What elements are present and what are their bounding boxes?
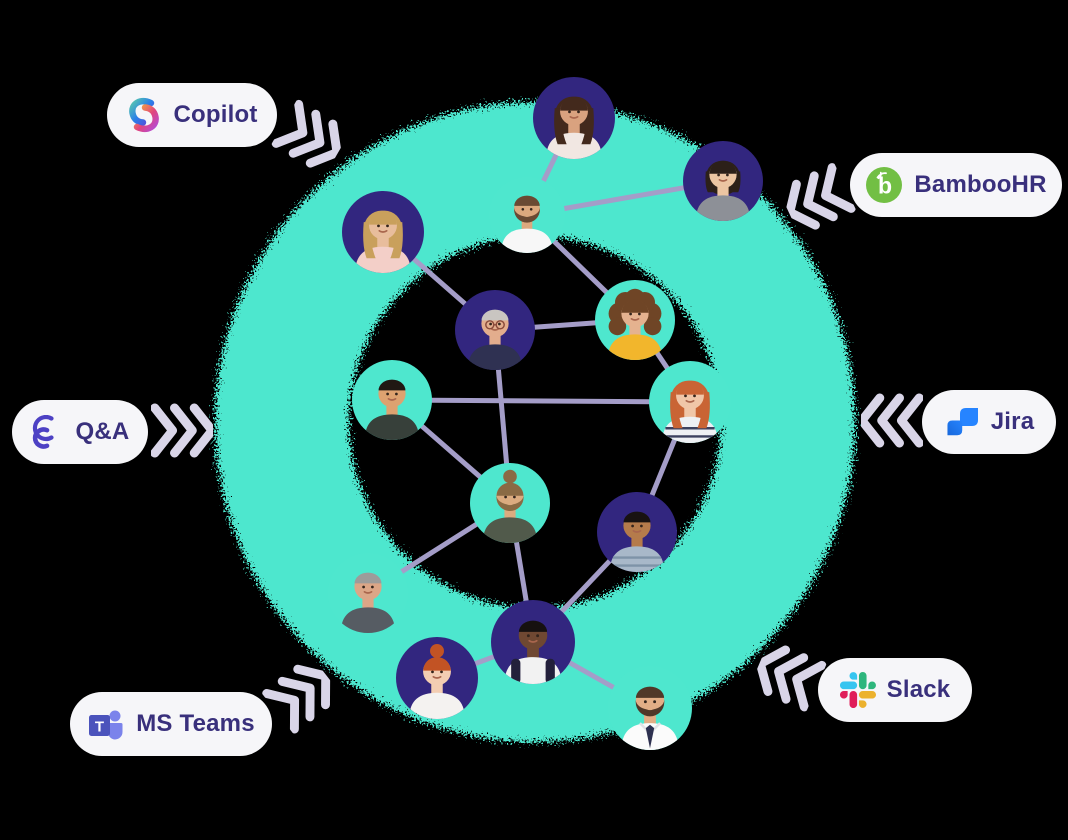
person-illustration <box>695 160 751 221</box>
badge-label: Q&A <box>75 418 130 445</box>
person-illustration <box>609 511 665 572</box>
avatar-man-asian <box>352 360 432 440</box>
jira-logo-icon <box>944 404 980 440</box>
badge-jira[interactable]: Jira <box>922 390 1056 454</box>
avatar-woman-bob <box>683 141 763 221</box>
person-illustration <box>409 643 465 719</box>
slack-chevrons-icon <box>755 645 827 712</box>
badge-bamboohr[interactable]: b BambooHR <box>850 153 1062 217</box>
jira-chevrons-icon <box>861 393 923 448</box>
badge-label: Slack <box>886 676 951 703</box>
bamboohr-logo-icon: b <box>865 166 903 204</box>
qa-chevrons-icon <box>151 403 213 458</box>
copilot-chevrons-icon <box>271 99 342 168</box>
badge-qa[interactable]: Q&A <box>12 400 148 464</box>
avatar-man-dark-skin <box>491 600 575 684</box>
person-illustration <box>662 380 718 443</box>
qa-swirl-icon <box>31 415 65 449</box>
svg-text:T: T <box>95 719 104 736</box>
badge-label: BambooHR <box>914 171 1047 198</box>
person-illustration <box>467 309 523 370</box>
badge-copilot[interactable]: Copilot <box>107 83 277 147</box>
ms-teams-logo-icon: T <box>87 705 125 743</box>
avatar-woman-blonde <box>342 191 424 273</box>
person-illustration <box>504 620 562 684</box>
copilot-logo-icon <box>126 97 162 133</box>
connection-line <box>391 397 691 405</box>
person-illustration <box>482 469 538 543</box>
msteams-chevrons-icon <box>262 664 331 734</box>
avatar-woman-long-dark <box>533 77 615 159</box>
person-illustration <box>355 210 411 273</box>
avatar-man-beard-white-tee <box>489 177 565 253</box>
person-illustration <box>501 195 553 253</box>
avatar-man-tie <box>608 666 692 750</box>
badge-label: MS Teams <box>136 710 255 737</box>
badge-label: Copilot <box>173 101 258 128</box>
avatar-man-indian <box>597 492 677 572</box>
person-illustration <box>546 96 602 159</box>
avatar-man-bun <box>470 463 550 543</box>
bamboohr-chevrons-icon <box>785 163 856 230</box>
person-illustration <box>340 572 396 633</box>
avatar-woman-red-bun <box>396 637 478 719</box>
badge-label: Jira <box>990 408 1035 435</box>
avatar-woman-gray-glasses <box>455 290 535 370</box>
person-illustration <box>621 686 679 750</box>
svg-text:b: b <box>878 173 892 199</box>
avatar-man-gray <box>328 553 408 633</box>
person-illustration <box>607 288 663 360</box>
slack-logo-icon <box>839 672 876 708</box>
badge-msteams[interactable]: T MS Teams <box>70 692 272 756</box>
avatar-woman-redhead <box>649 361 731 443</box>
badge-slack[interactable]: Slack <box>818 658 972 722</box>
avatar-woman-curly <box>595 280 675 360</box>
person-illustration <box>364 379 420 440</box>
